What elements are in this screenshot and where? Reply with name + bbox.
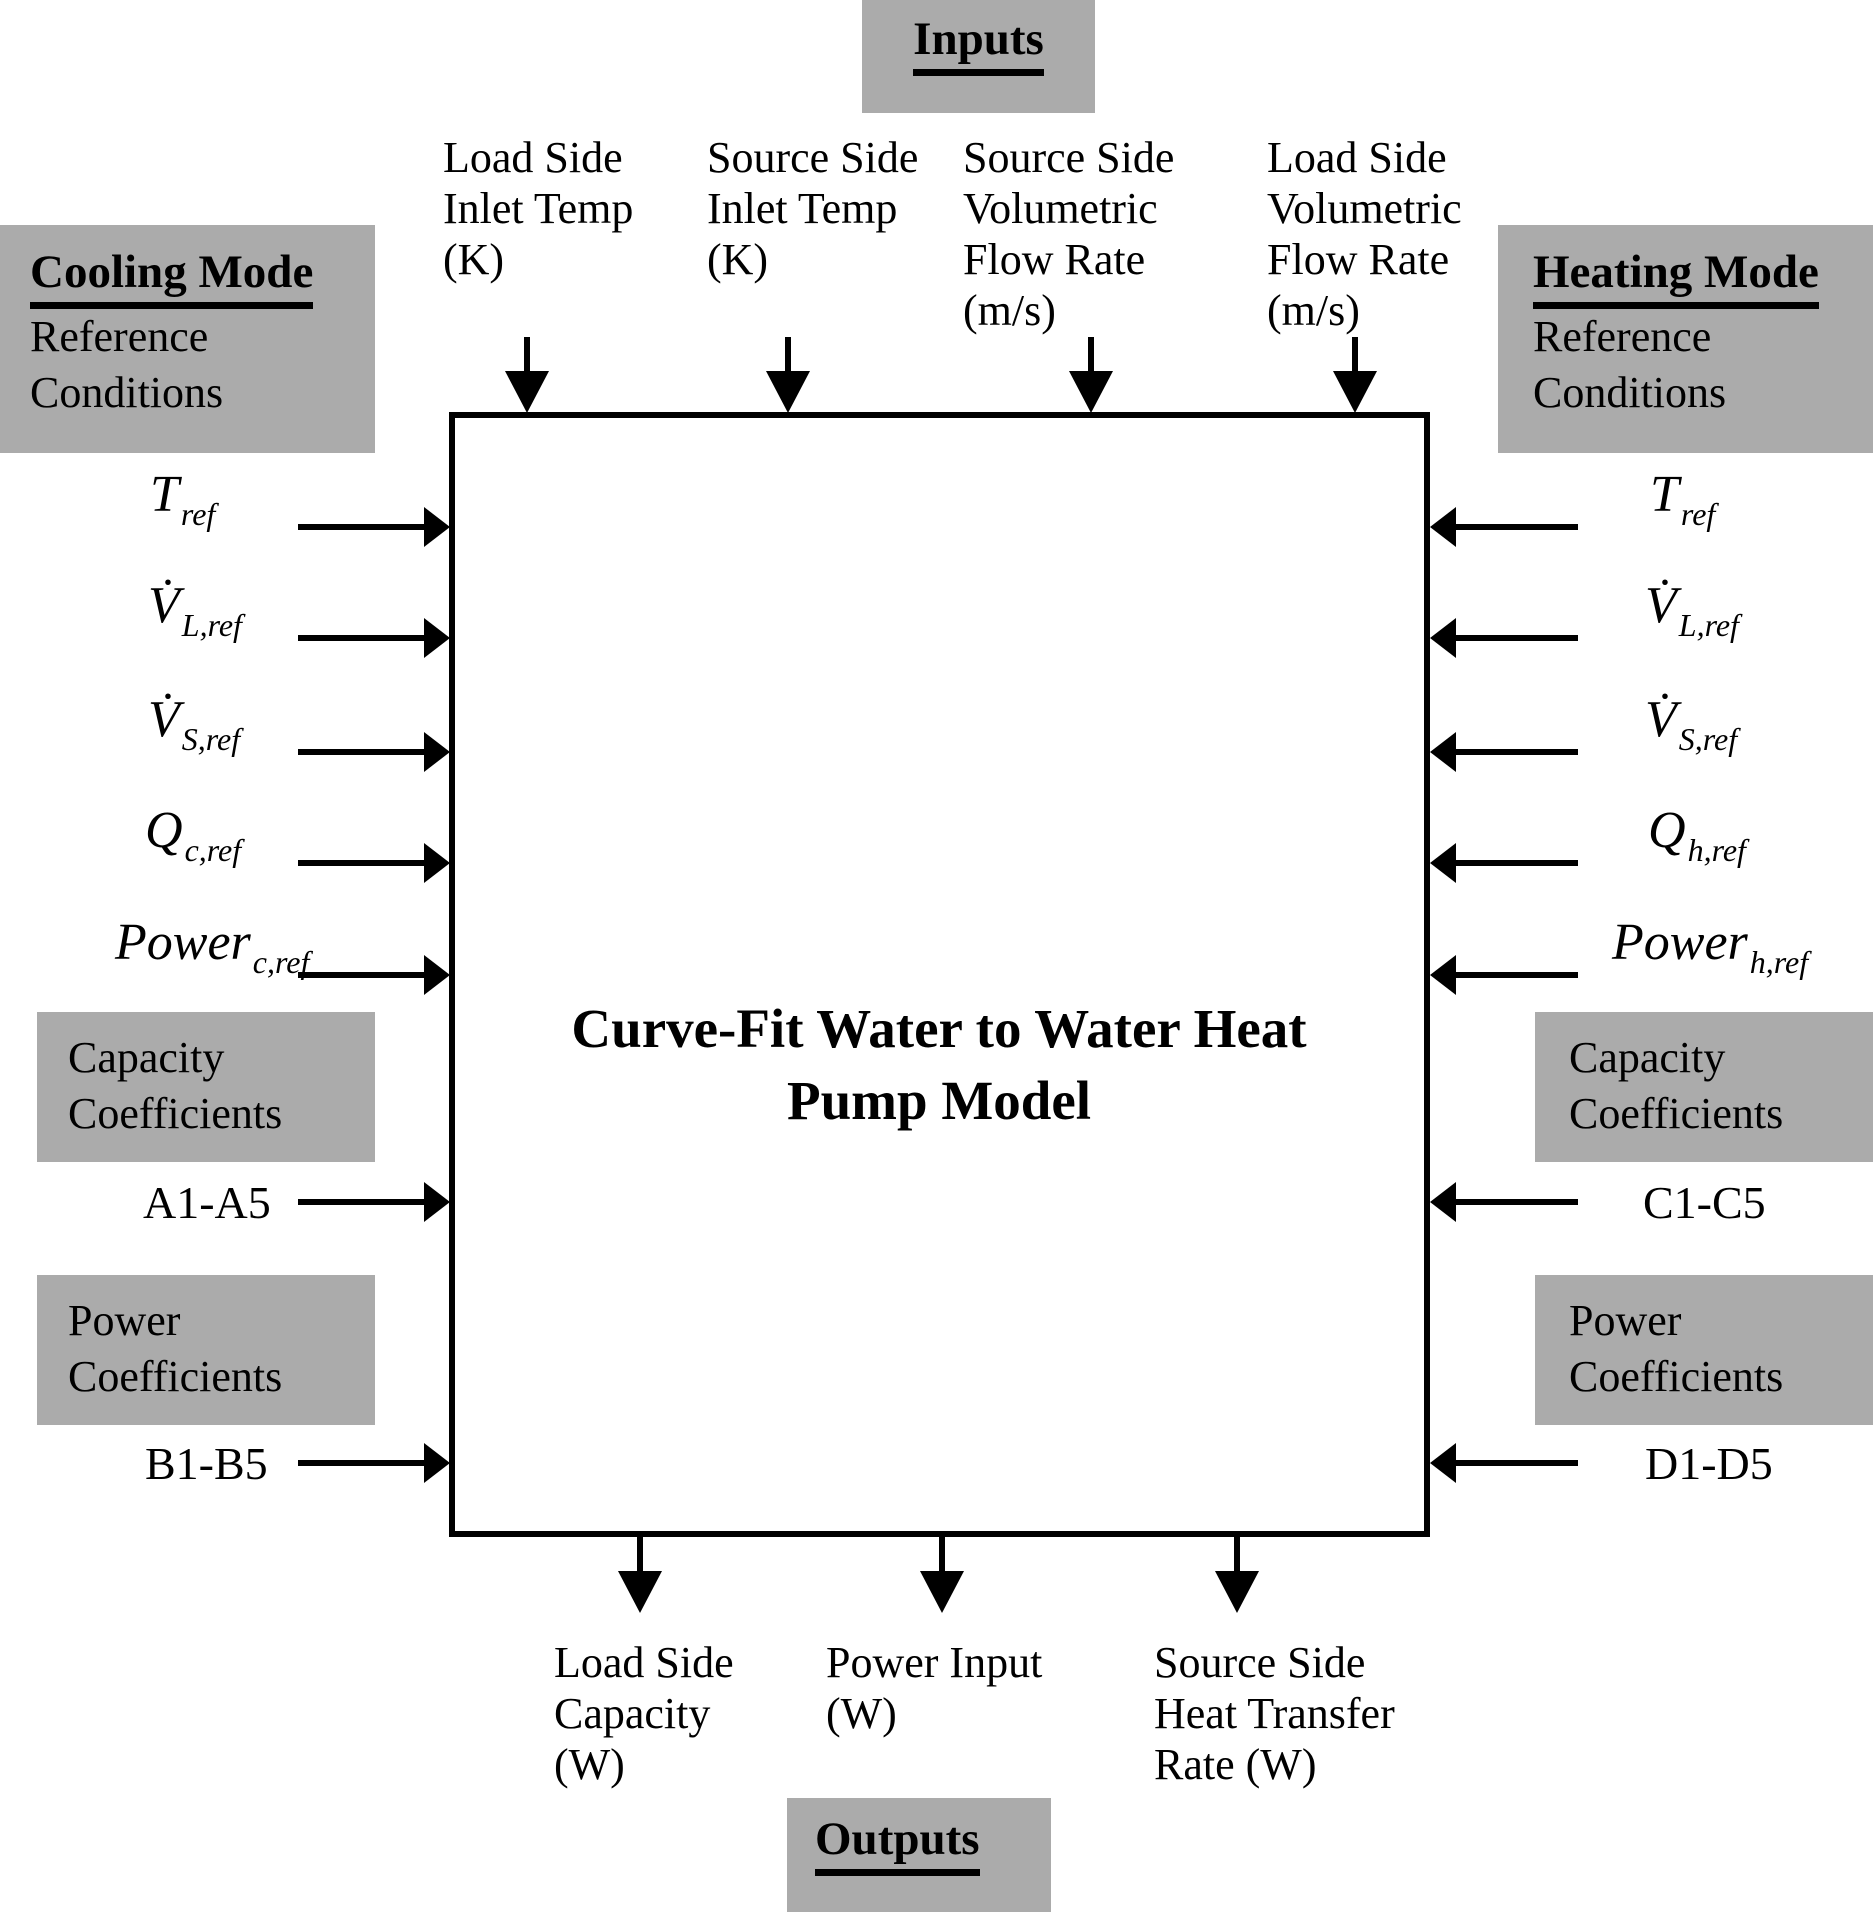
heating-power-ref-arrow-icon (1430, 955, 1578, 995)
source-side-inlet-temp-arrow-icon (766, 337, 810, 413)
heating-tref-symbol: Tref (1650, 466, 1716, 532)
load-side-inlet-temp-arrow-icon (505, 337, 549, 413)
heating-power-coeff-range: D1-D5 (1645, 1438, 1773, 1489)
cooling-capacity-coeff-range: A1-A5 (143, 1177, 271, 1228)
cooling-tref-symbol: Tref (150, 466, 216, 532)
model-box: Curve-Fit Water to Water Heat Pump Model (449, 412, 1430, 1537)
heating-vl-ref-arrow-icon (1430, 618, 1578, 658)
cooling-capacity-coeff-arrow-icon (298, 1182, 450, 1222)
output-label-power-input: Power Input (W) (826, 1638, 1043, 1738)
heating-capacity-coefficients-panel: Capacity Coefficients (1535, 1012, 1873, 1162)
cooling-qc-ref-symbol: Qc,ref (145, 802, 242, 868)
input-label-load-side-inlet-temp: Load Side Inlet Temp (K) (443, 133, 634, 284)
inputs-header-panel: Inputs (862, 0, 1095, 113)
heating-vs-ref-arrow-icon (1430, 732, 1578, 772)
outputs-header: Outputs (815, 1812, 980, 1876)
heating-power-coefficients-panel: Power Coefficients (1535, 1275, 1873, 1425)
outputs-header-panel: Outputs (787, 1798, 1051, 1912)
inputs-header: Inputs (913, 12, 1044, 76)
heating-vs-ref-symbol: V̇S,ref (1645, 691, 1738, 757)
heating-power-ref-symbol: Powerh,ref (1612, 914, 1809, 980)
load-side-capacity-arrow-icon (618, 1537, 662, 1613)
model-title: Curve-Fit Water to Water Heat Pump Model (571, 998, 1307, 1131)
cooling-power-ref-symbol: Powerc,ref (115, 914, 310, 980)
cooling-mode-subtitle: Reference Conditions (30, 312, 224, 417)
cooling-qc-ref-arrow-icon (298, 843, 450, 883)
cooling-vs-ref-arrow-icon (298, 732, 450, 772)
input-label-source-side-inlet-temp: Source Side Inlet Temp (K) (707, 133, 919, 284)
heating-mode-subtitle: Reference Conditions (1533, 312, 1727, 417)
input-label-source-side-volumetric-flow-rate: Source Side Volumetric Flow Rate (m/s) (963, 133, 1175, 335)
heating-power-coefficients-label: Power Coefficients (1569, 1296, 1784, 1401)
cooling-mode-title: Cooling Mode (30, 245, 314, 309)
cooling-power-coefficients-label: Power Coefficients (68, 1296, 283, 1401)
cooling-power-ref-arrow-icon (298, 955, 450, 995)
cooling-capacity-coefficients-label: Capacity Coefficients (68, 1033, 283, 1138)
cooling-vs-ref-symbol: V̇S,ref (148, 691, 241, 757)
cooling-power-coefficients-panel: Power Coefficients (37, 1275, 375, 1425)
heating-qh-ref-symbol: Qh,ref (1648, 802, 1746, 868)
heating-mode-panel: Heating Mode Reference Conditions (1498, 225, 1873, 453)
heating-vl-ref-symbol: V̇L,ref (1645, 577, 1739, 643)
heating-capacity-coeff-range: C1-C5 (1643, 1177, 1766, 1228)
cooling-capacity-coefficients-panel: Capacity Coefficients (37, 1012, 375, 1162)
source-side-flow-rate-arrow-icon (1069, 337, 1113, 413)
heating-capacity-coefficients-label: Capacity Coefficients (1569, 1033, 1784, 1138)
cooling-power-coeff-arrow-icon (298, 1443, 450, 1483)
cooling-vl-ref-symbol: V̇L,ref (148, 577, 242, 643)
heating-qh-ref-arrow-icon (1430, 843, 1578, 883)
source-side-heat-transfer-arrow-icon (1215, 1537, 1259, 1613)
heating-capacity-coeff-arrow-icon (1430, 1182, 1578, 1222)
heating-power-coeff-arrow-icon (1430, 1443, 1578, 1483)
power-input-arrow-icon (920, 1537, 964, 1613)
heating-mode-title: Heating Mode (1533, 245, 1819, 309)
input-label-load-side-volumetric-flow-rate: Load Side Volumetric Flow Rate (m/s) (1267, 133, 1462, 335)
load-side-flow-rate-arrow-icon (1333, 337, 1377, 413)
cooling-mode-panel: Cooling Mode Reference Conditions (0, 225, 375, 453)
cooling-vl-ref-arrow-icon (298, 618, 450, 658)
heating-tref-arrow-icon (1430, 507, 1578, 547)
cooling-tref-arrow-icon (298, 507, 450, 547)
cooling-power-coeff-range: B1-B5 (145, 1438, 268, 1489)
output-label-source-side-heat-transfer-rate: Source Side Heat Transfer Rate (W) (1154, 1638, 1395, 1789)
output-label-load-side-capacity: Load Side Capacity (W) (554, 1638, 734, 1789)
